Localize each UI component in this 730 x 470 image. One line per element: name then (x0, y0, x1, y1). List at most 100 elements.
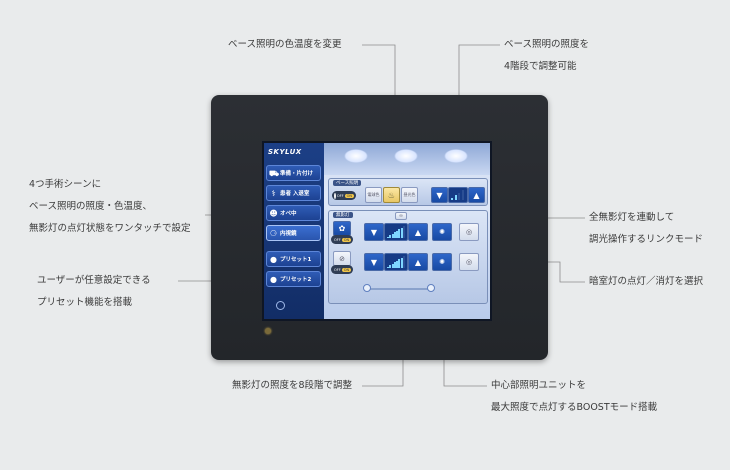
light2-level-indicator (384, 253, 408, 271)
toggle-off-label: OFF (334, 267, 341, 272)
brand-logo: SKYLUX (268, 148, 302, 156)
cart-icon: ⛟ (269, 168, 280, 178)
callout-text: ベース照明の照度・色温度、 (29, 201, 153, 212)
menu-item-preset-2[interactable]: ● プリセット2 (266, 271, 321, 287)
surgical-light-panel: 無影灯 ∞ ✿ OFF ON ▼ ▲ ✺ ◎ ⊘ OFF (328, 210, 488, 304)
light1-down-button[interactable]: ▼ (364, 223, 384, 241)
control-area: ベース照明 OFF ON 電球色 ♨ 昼光色 ▼ ▲ 無影灯 ∞ ✿ (324, 143, 490, 319)
light1-boost-button[interactable]: ✺ (432, 223, 452, 241)
callout-base-illumination: ベース照明の照度を 4階段で調整可能 (504, 34, 589, 78)
menu-item-label: プリセット1 (280, 257, 312, 263)
menu-item-label: オペ中 (280, 211, 297, 217)
menu-item-preparation[interactable]: ⛟ 準備・片付け (266, 165, 321, 181)
menu-item-label: プリセット2 (280, 277, 312, 283)
callout-scenes: 4つ手術シーンに ベース照明の照度・色温度、 無影灯の点灯状態をワンタッチで設定 (29, 174, 191, 240)
callout-text: 暗室灯の点灯／消灯を選択 (589, 276, 704, 287)
callout-surgical-steps: 無影灯の照度を8段階で調整 (232, 375, 352, 397)
slider-knob-left[interactable] (363, 284, 371, 292)
triangle-up-icon: ▲ (414, 227, 422, 237)
ceiling-illustration (324, 143, 490, 175)
level-bar (400, 257, 403, 268)
light1-up-button[interactable]: ▲ (408, 223, 428, 241)
menu-item-endoscope[interactable]: ⚆ 内視鏡 (266, 225, 321, 241)
level-bar (402, 256, 405, 268)
level-bar (396, 230, 398, 238)
link-icon: ∞ (398, 213, 404, 219)
callout-text: 4階段で調整可能 (504, 61, 577, 72)
menu-item-patient[interactable]: ⚕ 患者 入退室 (266, 185, 321, 201)
level-bar (396, 260, 398, 268)
dark-room-light-button-2[interactable]: ◎ (459, 253, 479, 271)
base-level-indicator (448, 187, 468, 203)
light2-boost-button[interactable]: ✺ (432, 253, 452, 271)
toggle-off-label: OFF (336, 193, 344, 198)
light1-icon: ✿ (333, 221, 351, 236)
color-daylight-button[interactable]: 昼光色 (401, 187, 418, 203)
level-bar (391, 233, 394, 238)
menu-item-operation[interactable]: ☻ オペ中 (266, 205, 321, 221)
triangle-down-icon: ▼ (436, 190, 443, 200)
callout-link-mode: 全無影灯を連動して 調光操作するリンクモード (589, 207, 703, 251)
triangle-up-icon: ▲ (473, 190, 480, 200)
lamp-icon: ✿ (338, 224, 346, 233)
base-down-button[interactable]: ▼ (431, 187, 448, 203)
ceiling-lamp (444, 149, 468, 163)
triangle-down-icon: ▼ (370, 257, 378, 267)
toggle-on-label: ON (341, 237, 352, 242)
person-icon: ● (270, 254, 277, 264)
status-led (265, 328, 271, 334)
bulb-icon: ♨ (387, 190, 396, 200)
boost-icon: ✺ (439, 228, 445, 236)
control-panel-device: SKYLUX ⛟ 準備・片付け ⚕ 患者 入退室 ☻ オペ中 ⚆ 内視鏡 ● プ… (211, 95, 548, 360)
menu-item-label: 内視鏡 (280, 231, 297, 237)
link-mode-button[interactable]: ∞ (395, 212, 407, 220)
callout-text: 最大照度で点灯するBOOSTモード搭載 (491, 402, 658, 413)
level-bar (391, 263, 394, 268)
light1-level-indicator (384, 223, 408, 241)
callout-preset: ユーザーが任意設定できる プリセット機能を搭載 (37, 270, 151, 314)
menu-item-preset-1[interactable]: ● プリセット1 (266, 251, 321, 267)
light2-up-button[interactable]: ▲ (408, 253, 428, 271)
base-up-button[interactable]: ▲ (468, 187, 485, 203)
base-power-toggle[interactable]: OFF ON (332, 191, 356, 200)
triangle-up-icon: ▲ (414, 257, 422, 267)
light2-power-toggle[interactable]: OFF ON (331, 265, 353, 274)
toggle-on-label: ON (344, 193, 354, 198)
callout-text: ユーザーが任意設定できる (37, 275, 151, 286)
callout-text: プリセット機能を搭載 (37, 297, 133, 308)
menu-item-label: 準備・片付け (280, 171, 314, 177)
boost-icon: ✺ (439, 258, 445, 266)
touch-screen: SKYLUX ⛟ 準備・片付け ⚕ 患者 入退室 ☻ オペ中 ⚆ 内視鏡 ● プ… (262, 141, 492, 321)
endoscope-icon: ⚆ (269, 228, 278, 238)
scene-menu: SKYLUX ⛟ 準備・片付け ⚕ 患者 入退室 ☻ オペ中 ⚆ 内視鏡 ● プ… (264, 143, 324, 319)
dark-light-icon: ◎ (465, 258, 473, 266)
slider-track (369, 288, 429, 290)
callout-text: 全無影灯を連動して (589, 212, 675, 223)
callout-text: 中心部照明ユニットを (491, 380, 587, 391)
triangle-down-icon: ▼ (370, 227, 378, 237)
callout-text: 無影灯の照度を8段階で調整 (232, 380, 353, 391)
level-bar (398, 259, 401, 268)
ceiling-lamp (344, 149, 368, 163)
level-bar (398, 229, 401, 238)
light1-power-toggle[interactable]: OFF ON (331, 235, 353, 244)
dark-room-light-button[interactable]: ◎ (459, 223, 479, 241)
level-bar (389, 235, 392, 238)
level-bar (402, 226, 405, 238)
toggle-on-label: ON (341, 267, 352, 272)
light2-down-button[interactable]: ▼ (364, 253, 384, 271)
circle-icon[interactable] (276, 301, 285, 310)
callout-color-temperature: ベース照明の色温度を変更 (228, 34, 342, 56)
slider-knob-right[interactable] (427, 284, 435, 292)
power-icon (334, 192, 336, 199)
callout-text: ベース照明の照度を (504, 39, 590, 50)
callout-boost: 中心部照明ユニットを 最大照度で点灯するBOOSTモード搭載 (491, 375, 657, 419)
level-bar (389, 265, 392, 268)
callout-text: 無影灯の点灯状態をワンタッチで設定 (29, 223, 191, 234)
menu-item-label: 患者 入退室 (280, 191, 310, 197)
color-warm-button[interactable]: 電球色 (365, 187, 382, 203)
level-bar (400, 227, 403, 238)
dark-light-icon: ◎ (465, 228, 473, 236)
color-mid-button[interactable]: ♨ (383, 187, 400, 203)
callout-text: 調光操作するリンクモード (589, 234, 704, 245)
